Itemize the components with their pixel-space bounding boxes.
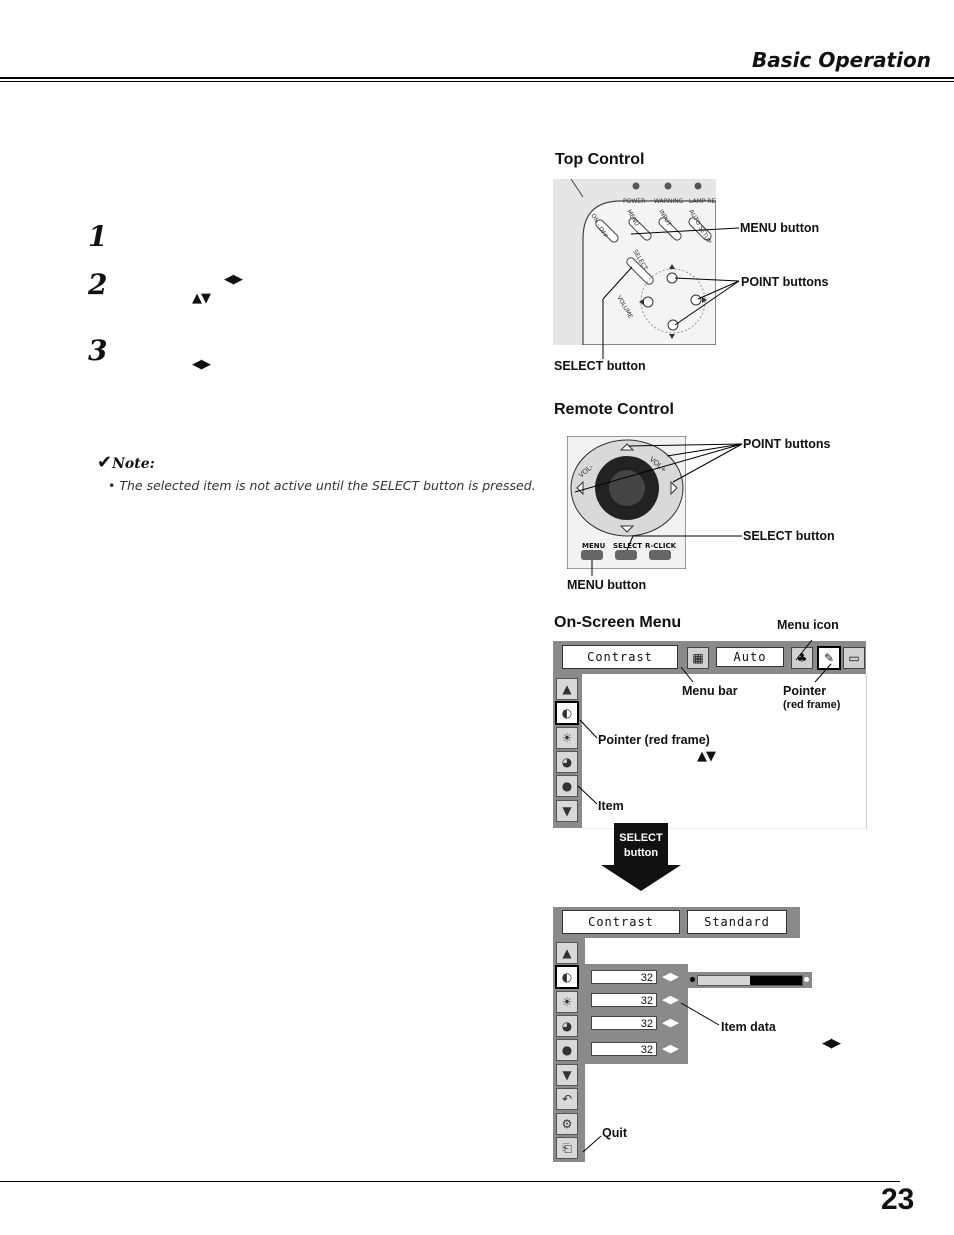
menu-bar-image-icon: ▦ — [687, 647, 709, 669]
remote-point-buttons-label: POINT buttons — [743, 437, 831, 451]
menu-icon-3: ▭ — [843, 647, 865, 669]
step-2-ud-arrows: ▲▼ — [192, 291, 211, 306]
step-2-lr-arrows: ◀▶ — [224, 272, 243, 287]
top-point-buttons-label: POINT buttons — [741, 275, 829, 289]
svg-text:MENU: MENU — [582, 542, 606, 550]
header-rule-thin — [0, 81, 954, 82]
svg-text:LAMP REP: LAMP REP — [689, 198, 716, 205]
level-bar-fill — [698, 976, 750, 985]
item-data-label: Item data — [721, 1020, 776, 1034]
top-control-leader-lines — [602, 227, 740, 359]
item-data-value-color: 32 — [591, 1016, 657, 1030]
item-data-arrows-tint: ◀▶ — [662, 1042, 679, 1055]
step-number-3: 3 — [88, 334, 108, 367]
sub-menu-bar: Contrast Standard — [553, 907, 800, 938]
item-data-value-contrast: 32 — [591, 970, 657, 984]
sidebar-contrast-icon: ◐ — [555, 701, 579, 725]
sub-sidebar-contrast-icon: ◐ — [555, 965, 579, 989]
top-select-button-label: SELECT button — [554, 359, 646, 373]
item-data-arrows-contrast: ◀▶ — [662, 970, 679, 983]
svg-text:POWER: POWER — [623, 198, 645, 205]
level-bar-track — [697, 975, 803, 986]
menu-bar: Contrast ▦ Auto ♣ ✎ ▭ — [553, 641, 866, 674]
sub-sidebar-brightness-icon: ☀ — [556, 991, 578, 1013]
pointer-ud-arrows: ▲▼ — [697, 749, 716, 764]
remote-control-title: Remote Control — [554, 401, 674, 418]
sub-sidebar-tint-icon: ● — [556, 1039, 578, 1061]
menu-icon-1: ♣ — [791, 647, 813, 669]
onscreen-leader-lines — [577, 639, 832, 805]
menu-content-area — [582, 674, 867, 829]
item-data-value-brightness: 32 — [591, 993, 657, 1007]
remote-menu-button-label: MENU button — [567, 578, 647, 592]
footer-rule — [0, 1181, 900, 1182]
item-data-value-tint: 32 — [591, 1042, 657, 1056]
pointer-sub-label: (red frame) — [783, 699, 841, 711]
sidebar-brightness-icon: ☀ — [556, 727, 578, 749]
svg-text:SELECT: SELECT — [613, 542, 642, 550]
sub-menu-bar-left: Contrast — [562, 910, 680, 934]
remote-leader-lines — [574, 443, 743, 576]
top-menu-button-label: MENU button — [740, 221, 820, 235]
item-data-arrows-color: ◀▶ — [662, 1016, 679, 1029]
page-number: 23 — [881, 1183, 915, 1216]
sidebar-tint-icon: ● — [556, 775, 578, 797]
menu-sidebar: ▲ ◐ ☀ ◕ ● ▼ — [553, 674, 582, 828]
menu-bar-item-right: Auto — [716, 647, 784, 667]
top-control-title: Top Control — [555, 151, 645, 168]
onscreen-menu-title: On-Screen Menu — [554, 614, 682, 631]
svg-text:R-CLICK: R-CLICK — [645, 542, 677, 550]
sub-sidebar-store-icon: ⚙ — [556, 1113, 578, 1135]
pointer-label: Pointer — [783, 684, 827, 698]
select-button-arrow — [601, 823, 681, 891]
item-label: Item — [598, 799, 624, 813]
menu-bar-label: Menu bar — [682, 684, 738, 698]
sidebar-color-icon: ◕ — [556, 751, 578, 773]
header-rule — [0, 77, 954, 79]
note-block: ✔Note: — [97, 452, 155, 473]
menu-icon-label: Menu icon — [777, 618, 839, 632]
menu-bar-item-left: Contrast — [562, 645, 678, 669]
svg-text:WARNING: WARNING — [654, 198, 684, 205]
contrast-level-bar — [688, 972, 812, 988]
top-control-panel: POWER WARNING LAMP REP ON - OFF MENU INP… — [553, 179, 716, 345]
select-button-arrow-line1: SELECT — [619, 832, 663, 844]
item-data-arrows-brightness: ◀▶ — [662, 993, 679, 1006]
step-number-1: 1 — [88, 220, 108, 253]
step-number-2: 2 — [88, 268, 108, 301]
checkmark-icon: ✔ — [97, 452, 113, 473]
level-bar-max-dot — [804, 977, 809, 982]
sidebar-up-arrow-icon: ▲ — [556, 678, 578, 700]
quit-label: Quit — [602, 1126, 627, 1140]
item-data-lr-arrows: ◀▶ — [822, 1036, 841, 1051]
sub-sidebar-down-arrow-icon: ▼ — [556, 1064, 578, 1086]
sub-menu-bar-right: Standard — [687, 910, 787, 934]
sub-menu-sidebar: ▲ ◐ ☀ ◕ ● ▼ ↶ ⚙ ⎗ — [553, 938, 585, 1162]
remote-control-illustration: VOL- VOL+ MENU SELECT R-CLICK — [567, 436, 686, 569]
sidebar-down-arrow-icon: ▼ — [556, 800, 578, 822]
sub-sidebar-up-arrow-icon: ▲ — [556, 942, 578, 964]
pointer-red-frame-label: Pointer (red frame) — [598, 733, 710, 747]
remote-control-panel: VOL- VOL+ MENU SELECT R-CLICK — [567, 436, 686, 569]
item-data-panel: 32 ◀▶ 32 ◀▶ 32 ◀▶ 32 ◀▶ — [585, 964, 688, 1064]
select-button-arrow-line2: button — [623, 847, 659, 859]
step-3-lr-arrows: ◀▶ — [192, 357, 211, 372]
sub-sidebar-reset-icon: ↶ — [556, 1088, 578, 1110]
sub-leader-lines — [582, 1002, 720, 1153]
remote-select-button-label: SELECT button — [743, 529, 835, 543]
level-bar-min-dot — [690, 977, 695, 982]
sub-sidebar-quit-icon: ⎗ — [556, 1137, 578, 1159]
sub-sidebar-color-icon: ◕ — [556, 1015, 578, 1037]
top-control-illustration: POWER WARNING LAMP REP ON - OFF MENU INP… — [570, 179, 716, 345]
note-text: • The selected item is not active until … — [108, 478, 536, 493]
note-title: Note: — [112, 456, 155, 472]
section-title: Basic Operation — [752, 48, 931, 72]
